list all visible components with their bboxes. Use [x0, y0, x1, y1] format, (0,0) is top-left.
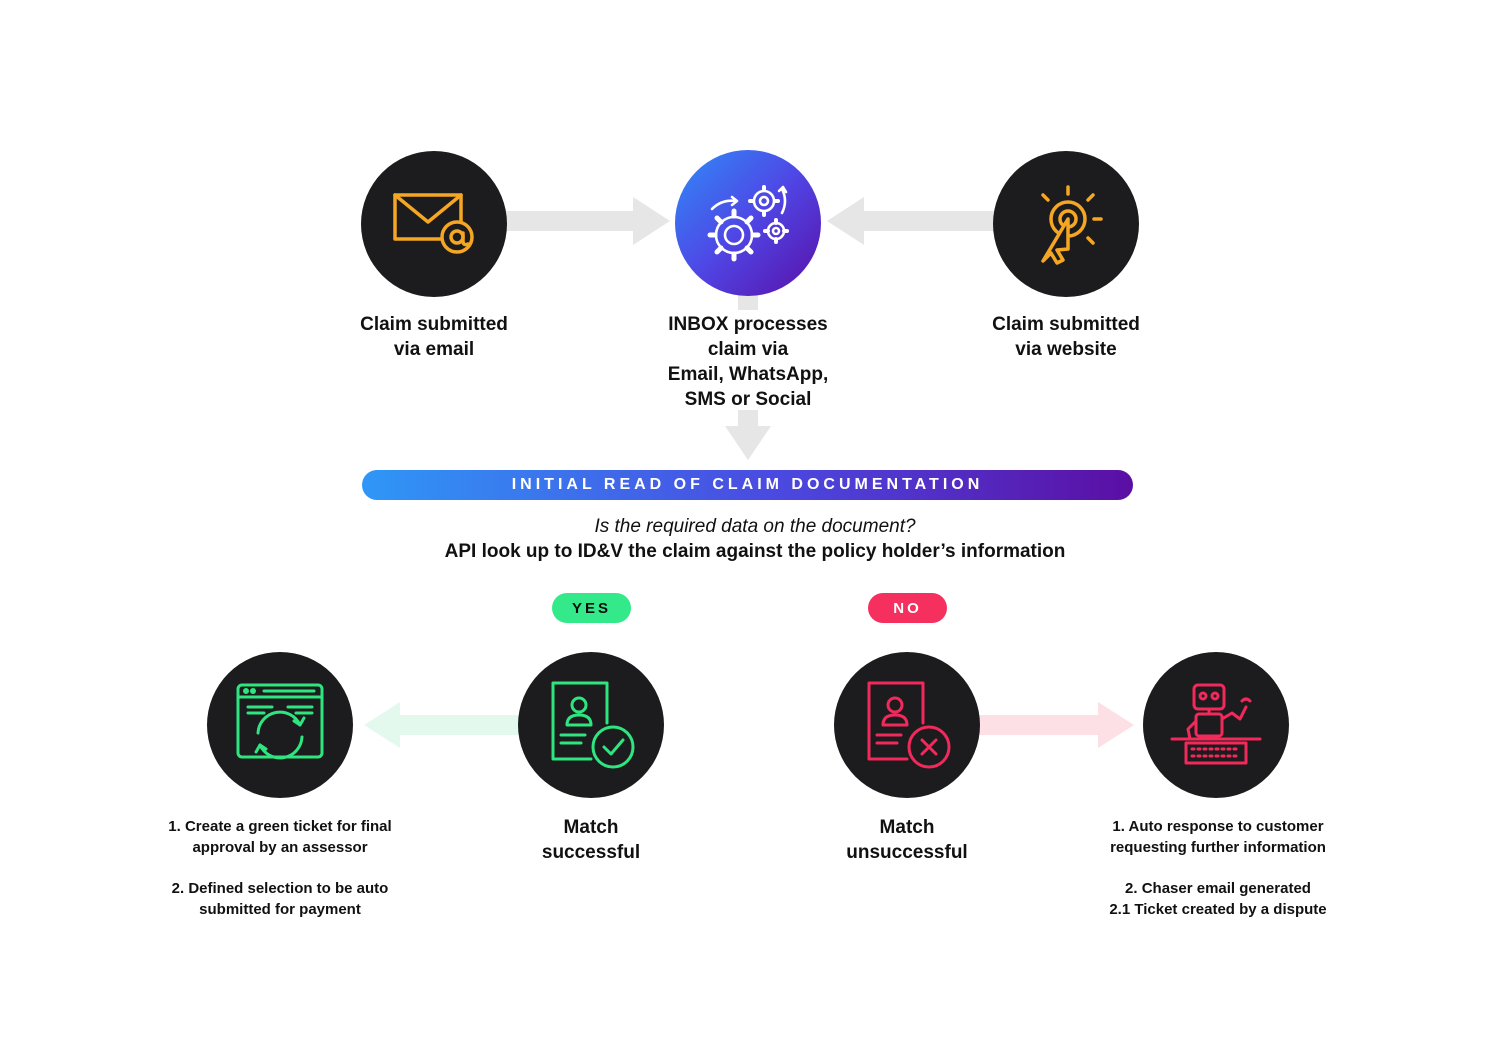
fail-notes: 1. Auto response to customer requesting … [1068, 816, 1368, 920]
match-fail-line1: Match [879, 817, 935, 838]
arrow-email-to-inbox [505, 197, 670, 245]
website-label-line1: Claim submitted [992, 314, 1140, 335]
green-ticket-node [207, 652, 353, 798]
success-note-line1: 1. Create a green ticket for final [168, 818, 392, 835]
arrow-inbox-down [725, 292, 771, 460]
match-success-label: Match successful [491, 815, 691, 865]
match-fail-line2: unsuccessful [846, 842, 968, 863]
email-label-line1: Claim submitted [360, 314, 508, 335]
document-check-icon [551, 681, 635, 769]
success-note-line2: approval by an assessor [192, 839, 368, 856]
match-fail-node [834, 652, 980, 798]
inbox-label-line4: SMS or Social [684, 389, 812, 410]
inbox-node [675, 150, 821, 296]
inbox-label-line2: claim via [707, 339, 789, 360]
robot-node [1143, 652, 1289, 798]
question-bold: API look up to ID&V the claim against th… [444, 541, 1066, 562]
email-node [361, 151, 507, 297]
question-italic: Is the required data on the document? [594, 516, 916, 537]
robot-icon [1170, 683, 1262, 765]
website-label-line2: via website [1015, 339, 1117, 360]
fail-note-line1: 1. Auto response to customer [1112, 818, 1324, 835]
browser-sync-icon [236, 683, 324, 760]
inbox-node-label: INBOX processes claim via Email, WhatsAp… [638, 312, 858, 412]
yes-pill: YES [552, 593, 631, 623]
match-success-line1: Match [563, 817, 619, 838]
success-note-line3: 2. Defined selection to be auto [171, 880, 389, 897]
arrow-success-to-ticket [364, 702, 523, 748]
website-node [993, 151, 1139, 297]
envelope-at-icon [393, 193, 474, 254]
arrow-website-to-inbox [827, 197, 997, 245]
success-notes: 1. Create a green ticket for final appro… [130, 816, 430, 920]
fail-note-line4: 2.1 Ticket created by a dispute [1109, 901, 1327, 918]
match-success-line2: successful [541, 842, 641, 863]
success-note-line4: submitted for payment [199, 901, 361, 918]
no-pill: NO [868, 593, 947, 623]
cursor-click-icon [1041, 185, 1103, 265]
inbox-label-line3: Email, WhatsApp, [667, 364, 829, 385]
initial-read-banner: INITIAL READ OF CLAIM DOCUMENTATION [362, 470, 1133, 500]
email-label-line2: via email [393, 339, 475, 360]
fail-note-line2: requesting further information [1110, 839, 1326, 856]
gears-icon [707, 185, 789, 262]
match-fail-label: Match unsuccessful [807, 815, 1007, 865]
inbox-label-line1: INBOX processes [668, 314, 828, 335]
email-node-label: Claim submitted via email [334, 312, 534, 362]
match-success-node [518, 652, 664, 798]
document-x-icon [867, 681, 951, 769]
website-node-label: Claim submitted via website [966, 312, 1166, 362]
fail-note-line3: 2. Chaser email generated [1125, 880, 1311, 897]
arrow-fail-to-robot [976, 702, 1134, 748]
